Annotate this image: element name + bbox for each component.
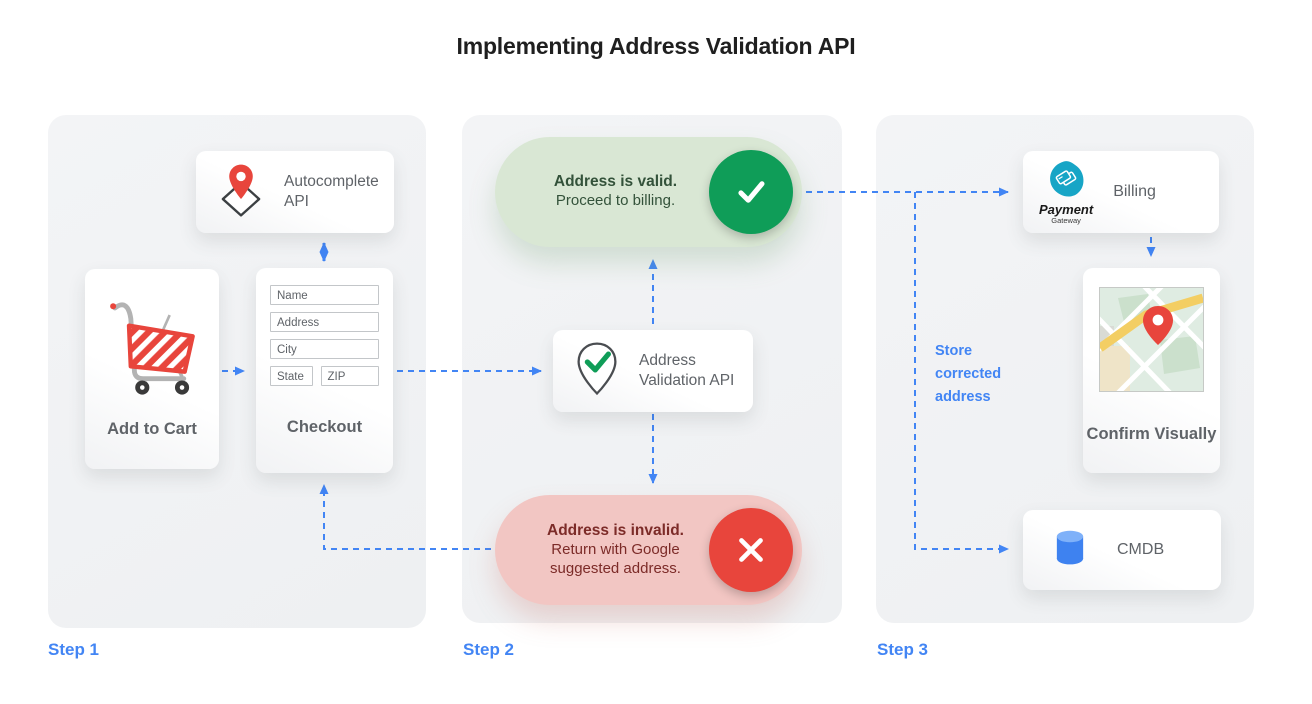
state-field: State — [270, 366, 313, 386]
payment-gateway-logo: Payment Gateway — [1039, 160, 1093, 225]
autocomplete-api-label: Autocomplete API — [284, 172, 379, 210]
checkout-card: Name Address City State ZIP Checkout — [256, 268, 393, 473]
address-field: Address — [270, 312, 379, 332]
validation-pin-check-icon — [569, 339, 625, 404]
address-validation-api-card: Address Validation API — [553, 330, 753, 412]
cmdb-label: CMDB — [1117, 540, 1165, 558]
city-field: City — [270, 339, 379, 359]
valid-pill-title: Address is valid. — [553, 173, 678, 191]
checkout-form: Name Address City State ZIP — [270, 285, 379, 386]
payment-logo-title: Payment — [1039, 201, 1094, 217]
address-validation-api-label: Address Validation API — [639, 351, 735, 389]
step-2-label: Step 2 — [463, 640, 515, 659]
invalid-pill-title: Address is invalid. — [547, 521, 684, 539]
address-invalid-pill: Address is invalid. Return with Google s… — [495, 495, 802, 605]
confirm-visually-card: Confirm Visually — [1083, 268, 1220, 473]
store-corrected-address-note: Store corrected address — [935, 343, 1002, 406]
payment-logo-subtitle: Gateway — [1051, 215, 1081, 225]
name-field: Name — [270, 285, 379, 305]
x-icon — [709, 508, 793, 592]
add-to-cart-label: Add to Cart — [107, 420, 197, 438]
confirm-visually-label: Confirm Visually — [1086, 425, 1217, 443]
billing-label: Billing — [1113, 182, 1156, 200]
zip-field: ZIP — [320, 366, 379, 386]
cmdb-card: CMDB — [1023, 510, 1221, 590]
autocomplete-api-card: Autocomplete API — [196, 151, 394, 233]
autocomplete-api-icon — [212, 161, 270, 224]
valid-pill-subtitle: Proceed to billing. — [555, 192, 676, 210]
checkout-label: Checkout — [286, 418, 363, 436]
page-title: Implementing Address Validation API — [456, 33, 856, 59]
shopping-cart-icon — [85, 287, 219, 410]
address-valid-pill: Address is valid. Proceed to billing. — [495, 137, 802, 247]
database-cylinder-icon — [1047, 525, 1093, 576]
add-to-cart-card: Add to Cart — [85, 269, 219, 469]
step-3-label: Step 3 — [877, 640, 929, 659]
map-thumbnail — [1094, 282, 1209, 397]
check-icon — [709, 150, 793, 234]
invalid-pill-subtitle: Return with Google suggested address. — [550, 540, 681, 578]
step-1-label: Step 1 — [48, 640, 100, 659]
billing-card: Payment Gateway Billing — [1023, 151, 1219, 233]
